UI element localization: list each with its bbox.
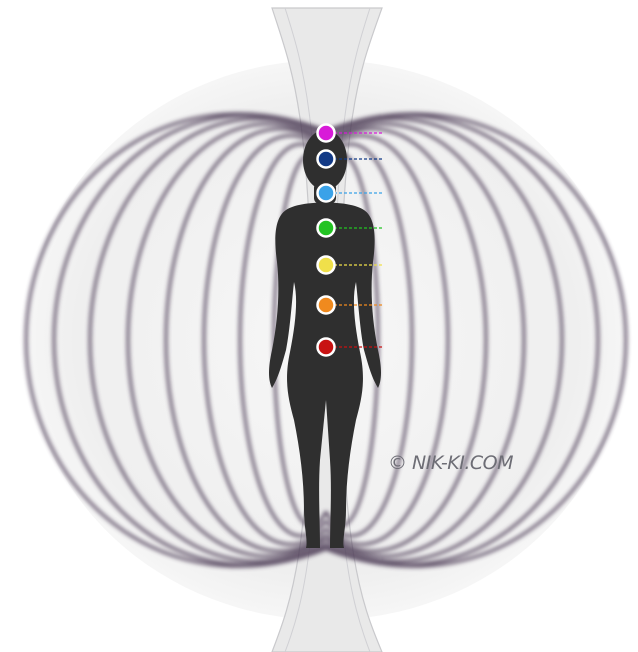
chakra-throat [318, 185, 335, 202]
watermark-text: © NIK-KI.COM [388, 452, 513, 474]
chakra-root [318, 339, 335, 356]
chakra-heart [318, 220, 335, 237]
chakra-crown [318, 125, 335, 142]
chakra-solar-plexus [318, 257, 335, 274]
chakra-sacral [318, 297, 335, 314]
chakra-third-eye [318, 151, 335, 168]
